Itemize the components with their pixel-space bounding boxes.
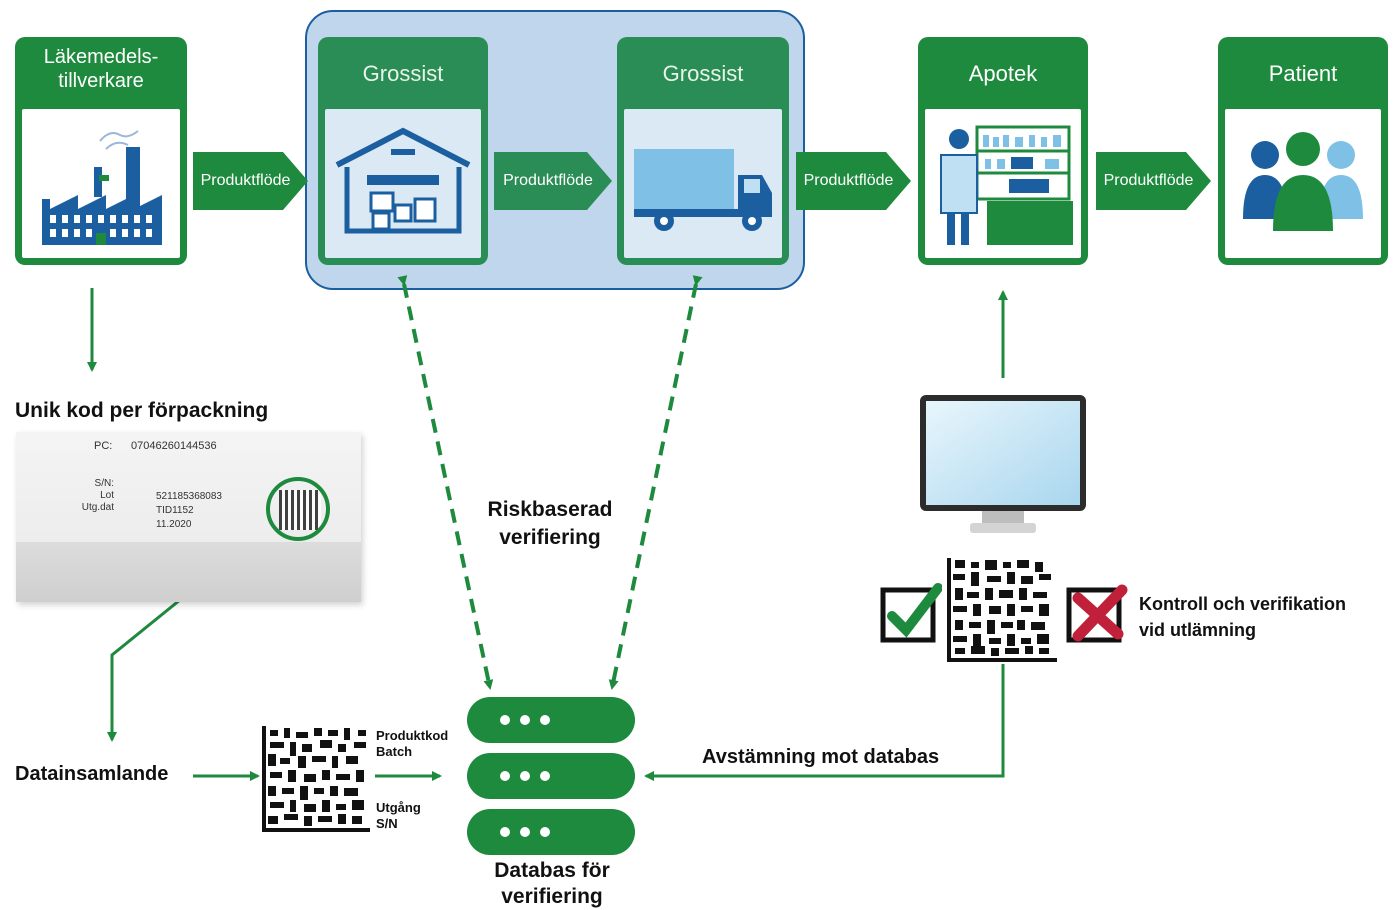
database-label-1: Databas för (494, 859, 610, 882)
package-sn-value: 521185368083 (156, 491, 222, 502)
matrix-field-batch: Batch (376, 744, 413, 759)
product-flow-label: Produktflöde (200, 172, 291, 189)
product-flow-arrow-3: Produktflöde (796, 152, 911, 210)
package-lot-value: TID1152 (156, 505, 194, 516)
stage-wholesaler-2-title: Grossist (662, 61, 744, 86)
database-icon (467, 697, 635, 855)
stage-patient: Patient (1218, 37, 1388, 265)
highlight-circle (266, 477, 330, 541)
data-collection-label: Datainsamlande (15, 763, 169, 785)
risk-line-1: Riskbaserad (487, 498, 613, 521)
package-exp-label: Utg.dat (81, 502, 114, 513)
matrix-field-labels-bottom: Utgång S/N (376, 800, 421, 832)
stage-wholesaler-2: Grossist (617, 37, 789, 265)
stage-manufacturer-title-1: Läkemedels- (43, 46, 159, 68)
product-flow-label: Produktflöde (1103, 172, 1194, 189)
product-flow-label: Produktflöde (503, 172, 593, 189)
stage-wholesaler-1-title: Grossist (362, 61, 444, 86)
monitor-icon (920, 395, 1086, 533)
matrix-field-labels-top: Produktkod Batch (376, 728, 448, 760)
package-pc-label: PC: (94, 440, 113, 452)
database-label: Databas för verifiering (470, 858, 634, 910)
package-pc-value: 07046260144536 (131, 440, 217, 452)
stage-pharmacy: Apotek (918, 37, 1088, 265)
arrow-reconcile-to-db (644, 664, 1005, 781)
dashed-arrow-wholesaler-1 (397, 275, 494, 690)
dashed-arrow-wholesaler-2 (608, 275, 703, 690)
package-photo: PC: 07046260144536 S/N: Lot Utg.dat 5211… (16, 432, 361, 602)
pharmacist-icon (940, 125, 1073, 245)
matrix-field-product-code: Produktkod (376, 728, 449, 743)
risk-line-2: verifiering (499, 526, 601, 549)
control-verification-label: Kontroll och verifikation vid utlämning (1139, 591, 1346, 643)
datamatrix-code (262, 726, 370, 832)
stage-manufacturer: Läkemedels- tillverkare (15, 37, 187, 265)
stage-manufacturer-title-2: tillverkare (58, 70, 144, 92)
product-flow-arrow-2: Produktflöde (494, 152, 612, 210)
stage-patient-title: Patient (1268, 61, 1338, 86)
product-flow-arrow-1: Produktflöde (193, 152, 308, 210)
stage-wholesaler-1: Grossist (318, 37, 488, 265)
factory-icon (42, 130, 162, 245)
cross-icon (1066, 584, 1128, 643)
warehouse-icon (335, 127, 471, 234)
database-label-2: verifiering (501, 885, 603, 908)
package-exp-value: 11.2020 (156, 519, 192, 530)
patients-icon (1243, 132, 1363, 231)
check-icon (880, 583, 942, 643)
product-flow-label: Produktflöde (803, 172, 894, 189)
product-flow-arrow-4: Produktflöde (1096, 152, 1211, 210)
matrix-field-expiry: Utgång (376, 800, 421, 815)
package-lot-label: Lot (100, 490, 114, 501)
stage-pharmacy-title: Apotek (968, 61, 1038, 86)
pharmacy-datamatrix (947, 558, 1057, 662)
unique-code-label: Unik kod per förpackning (15, 399, 269, 422)
control-line-1: Kontroll och verifikation (1139, 594, 1347, 614)
matrix-field-serial: S/N (376, 816, 398, 831)
control-line-2: vid utlämning (1139, 620, 1256, 640)
truck-icon (634, 149, 772, 231)
package-sn-label: S/N: (94, 478, 114, 489)
risk-based-verification-label: Riskbaserad verifiering (470, 496, 630, 552)
reconcile-label: Avstämning mot databas (702, 746, 940, 768)
